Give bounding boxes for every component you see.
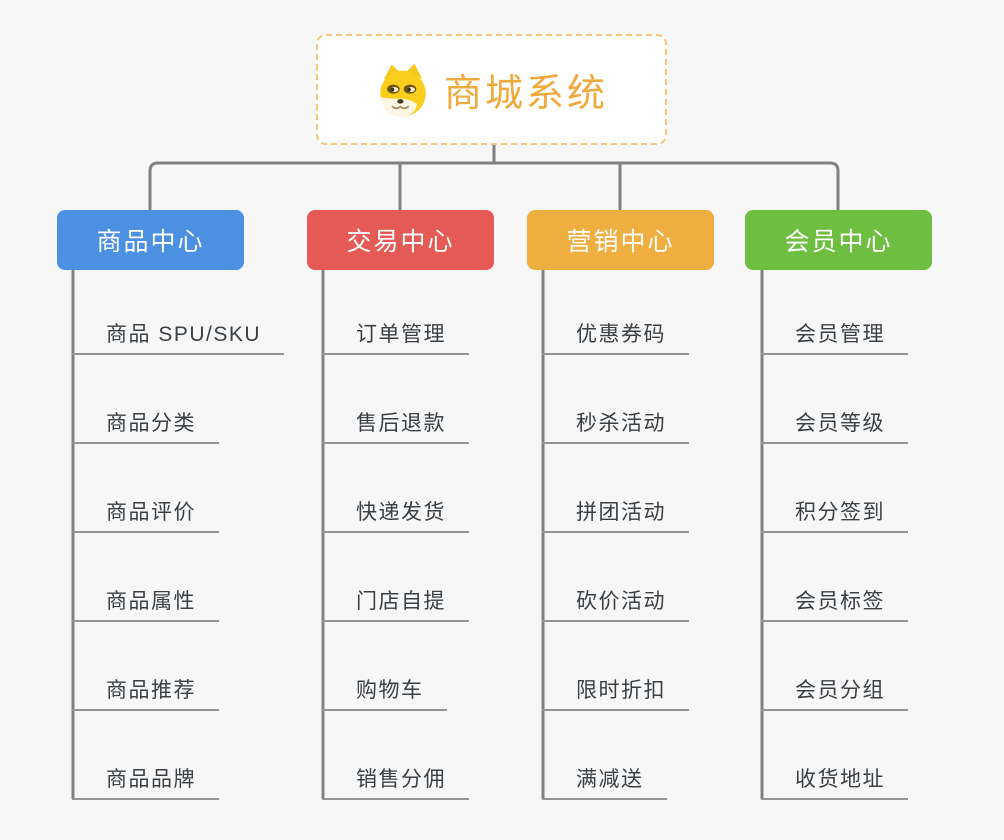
root-node[interactable]: 商城系统	[316, 34, 667, 145]
leaf-node[interactable]: 收货地址	[761, 756, 908, 800]
leaf-node[interactable]: 砍价活动	[542, 578, 689, 622]
branch-node-trade-center[interactable]: 交易中心	[307, 210, 494, 270]
branch-node-member-center[interactable]: 会员中心	[745, 210, 932, 270]
leaf-node[interactable]: 会员等级	[761, 400, 908, 444]
leaf-node[interactable]: 积分签到	[761, 489, 908, 533]
leaf-node[interactable]: 商品属性	[72, 578, 219, 622]
leaf-node[interactable]: 商品分类	[72, 400, 219, 444]
branch-node-product-center[interactable]: 商品中心	[57, 210, 244, 270]
leaf-node[interactable]: 优惠券码	[542, 311, 689, 355]
leaf-node[interactable]: 购物车	[322, 667, 447, 711]
doge-icon	[380, 63, 426, 116]
leaf-node[interactable]: 会员分组	[761, 667, 908, 711]
leaf-node[interactable]: 售后退款	[322, 400, 469, 444]
leaf-node[interactable]: 秒杀活动	[542, 400, 689, 444]
leaf-node[interactable]: 门店自提	[322, 578, 469, 622]
leaf-node[interactable]: 销售分佣	[322, 756, 469, 800]
leaf-node[interactable]: 订单管理	[322, 311, 469, 355]
leaf-node[interactable]: 商品品牌	[72, 756, 219, 800]
branch-node-marketing-center[interactable]: 营销中心	[527, 210, 714, 270]
leaf-node[interactable]: 限时折扣	[542, 667, 689, 711]
leaf-node[interactable]: 满减送	[542, 756, 667, 800]
leaf-node[interactable]: 拼团活动	[542, 489, 689, 533]
leaf-node[interactable]: 快递发货	[322, 489, 469, 533]
leaf-node[interactable]: 商品评价	[72, 489, 219, 533]
leaf-node[interactable]: 商品推荐	[72, 667, 219, 711]
leaf-node[interactable]: 会员管理	[761, 311, 908, 355]
leaf-node[interactable]: 会员标签	[761, 578, 908, 622]
leaf-node[interactable]: 商品 SPU/SKU	[72, 311, 285, 355]
root-title: 商城系统	[443, 73, 608, 115]
